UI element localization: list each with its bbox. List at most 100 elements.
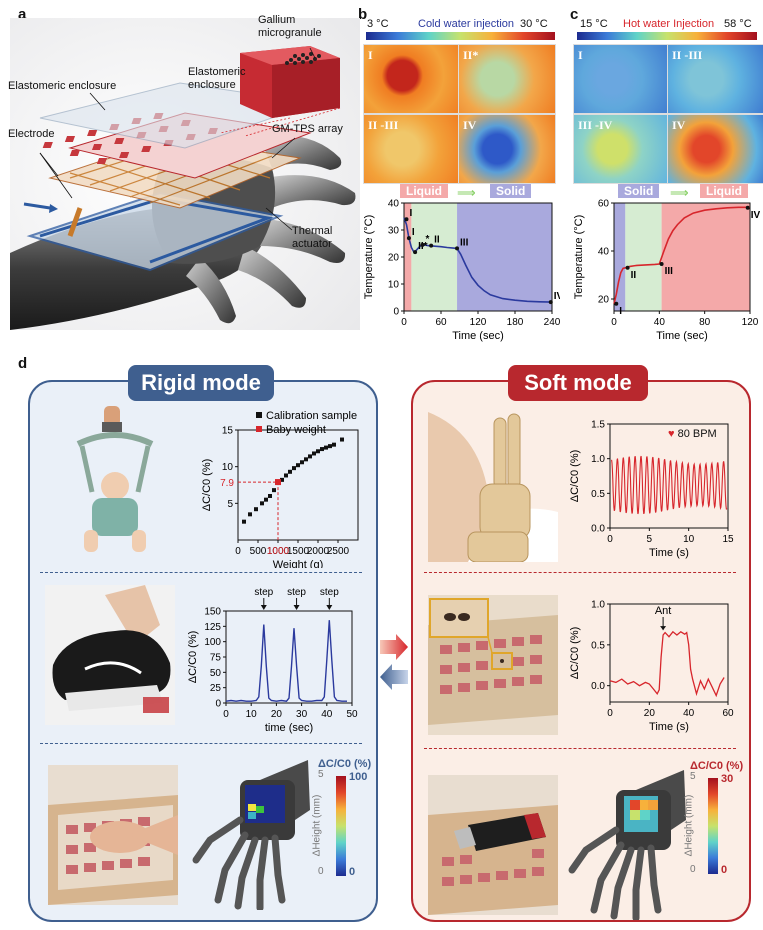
annotation-label: IV [554,291,560,302]
x-tick-label: 5 [647,534,653,545]
x-tick-label: 0 [607,708,613,719]
c-phase-solid: Solid [618,184,660,198]
x-tick-label: 0 [607,534,613,545]
calibration-point [324,445,328,450]
legend-swatch-baby [256,426,262,432]
calibration-point [280,477,284,482]
y-tick-label: 1.0 [591,454,605,465]
b-phase-liquid: Liquid [400,184,448,198]
finger-press-photo [48,765,178,905]
x-tick-label: 1000 [267,546,290,557]
annotation-point [455,246,460,251]
annotation-point [745,205,750,210]
b-thermo-tile-1: I [363,44,461,114]
c-colorbar [577,32,757,40]
x-axis-label: Time (s) [649,547,689,559]
x-tick-label: 20 [644,708,656,719]
calibration-point [320,447,324,452]
c-scale-max: 58 °C [724,18,752,30]
c-thermo-tile-1: I [573,44,671,114]
y-tick-label: 20 [598,295,610,306]
shoe-photo [45,585,175,725]
calibration-point [308,454,312,459]
calibration-point [296,463,300,468]
label-thermal-actuator: Thermal actuator [292,225,333,250]
calibration-point [292,466,296,471]
x-tick-label: 0 [401,317,407,328]
plot-frame [237,429,359,541]
rigid-scale-title: ΔC/C0 (%) [318,758,372,770]
b-thermo-tile-2: II* [458,44,556,114]
y-tick-label: 20 [388,253,400,264]
b-thermo-tile-3: II -III [363,114,461,184]
label-enclosure-inset: Elastomeric enclosure [188,66,246,91]
y-tick-label: 0 [215,699,221,710]
annotation-label: III [665,266,674,277]
annotation-point [406,236,411,241]
calibration-point [312,451,316,456]
annotation-label: I [409,208,412,219]
x-tick-label: 0 [235,546,241,557]
soft-colorbar [708,778,718,874]
x-tick-label: 240 [544,317,560,328]
reference-y-label: 7.9 [220,478,234,489]
soft-scale-title: ΔC/C0 (%) [690,760,744,772]
y-tick-label: 50 [210,668,222,679]
rigid-height-axis: ΔHeight (mm) [311,794,323,857]
mode-switch-arrows [380,634,408,690]
b-phase-arrow: ⟹ [457,185,476,200]
annotation-point [429,243,434,248]
y-tick-label: 0 [393,307,399,318]
x-tick-label: 50 [346,709,358,720]
x-tick-label: 80 [699,317,711,328]
b-thermo-tile-4: IV [458,114,556,184]
ant-label: Ant [655,605,672,617]
annotation-label: II [631,270,637,281]
x-tick-label: 10 [246,709,258,720]
rigid-scale-min: 0 [349,866,356,878]
plot-frame [609,603,729,703]
label-elastomeric-enclosure: Elastomeric enclosure [8,80,117,92]
y-axis-label: ΔC/C0 (%) [187,631,199,684]
phase-region-solid [614,203,626,311]
x-tick-label: 0 [611,317,617,328]
calibration-point [268,494,272,498]
x-tick-label: 2500 [327,546,350,557]
usb-photo [428,775,558,915]
x-tick-label: 120 [742,317,759,328]
c-phase-liquid: Liquid [700,184,748,198]
y-tick-label: 0.5 [591,640,605,651]
calibration-point [288,469,292,474]
y-axis-label: Temperature (°C) [573,215,585,299]
phase-region-mixed [411,203,458,311]
panel-label-c: c [570,6,579,23]
x-tick-label: 10 [683,534,695,545]
calibration-point [304,457,308,462]
x-tick-label: 15 [722,534,734,545]
baby-weight-point [275,479,281,486]
y-tick-label: 25 [210,683,222,694]
legend-label-calibration: Calibration sample [266,410,357,422]
x-tick-label: 30 [296,709,308,720]
x-tick-label: 0 [223,709,229,720]
b-scale-title: Cold water injection [418,18,514,30]
x-tick-label: 120 [470,317,487,328]
x-axis-label: Time (sec) [452,330,504,342]
legend-label-baby: Baby weight [266,424,326,436]
y-tick-label: 75 [210,653,222,664]
c-scale-title: Hot water Injection [623,18,715,30]
y-tick-label: 0.0 [591,524,605,535]
label-electrode: Electrode [8,128,55,140]
ant-arrowhead [660,626,667,631]
y-tick-label: 40 [598,247,610,258]
step-label: step [254,587,273,598]
series-line-ant [609,630,725,698]
c-thermo-tile-3: III -IV [573,114,671,184]
b-scale-max: 30 °C [520,18,548,30]
annotation-label: IV [751,210,760,221]
step-arrowhead [326,605,333,610]
